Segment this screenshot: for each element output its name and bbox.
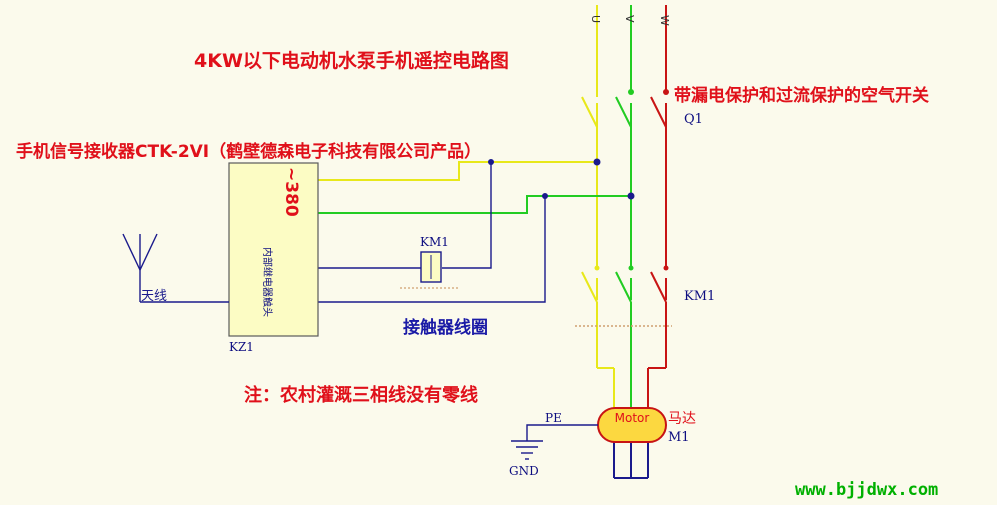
phase-w-wire <box>647 5 667 410</box>
receiver-feed-v <box>318 195 631 214</box>
watermark: www.bjjdwx.com <box>795 480 938 500</box>
receiver-feed-u <box>318 161 597 181</box>
m1-label: M1 <box>668 430 690 445</box>
kz1-label: KZ1 <box>229 340 254 354</box>
receiver-annotation: 手机信号接收器CTK-2VI（鹤壁德森电子科技有限公司产品） <box>16 141 481 162</box>
gnd-label: GND <box>509 464 539 478</box>
motor-cn-label: 马达 <box>668 411 696 427</box>
junction-dot <box>542 193 548 199</box>
pe-label: PE <box>545 411 562 425</box>
receiver-module-kz1 <box>228 162 319 337</box>
motor-label: Motor <box>615 411 650 425</box>
note-annotation: 注：农村灌溉三相线没有零线 <box>244 384 478 406</box>
junction-dot <box>663 89 669 95</box>
relay-contact-label: 内部继电器触头 <box>261 247 274 317</box>
junction-dot <box>628 89 634 95</box>
km1-coil-label: KM1 <box>420 235 449 249</box>
phase-v-label: V <box>623 15 636 23</box>
phase-u-label: U <box>589 15 602 23</box>
q1-label: Q1 <box>684 112 703 127</box>
breaker-annotation: 带漏电保护和过流保护的空气开关 <box>674 85 929 106</box>
pe-wire <box>526 424 598 441</box>
junction-dot <box>627 192 635 200</box>
contactor-km1-main-contacts <box>581 271 667 335</box>
diagram-title: 4KW以下电动机水泵手机遥控电路图 <box>194 49 509 72</box>
ground-icon <box>511 440 543 460</box>
junction-dot <box>663 265 669 271</box>
junction-dot <box>594 265 600 271</box>
phase-w-label: W <box>658 15 671 26</box>
relay-return-wire <box>298 196 546 303</box>
junction-dot <box>628 265 634 271</box>
phase-u-wire <box>596 5 615 410</box>
receiver-voltage-label: ~380 <box>281 167 301 217</box>
antenna-icon <box>122 233 229 303</box>
breaker-q1-contacts <box>581 93 667 128</box>
coil-wire-top <box>442 162 492 269</box>
junction-dot <box>593 158 601 166</box>
coil-annotation: 接触器线圈 <box>403 317 488 338</box>
junction-dot <box>488 159 494 165</box>
km1-contacts-label: KM1 <box>684 289 715 304</box>
antenna-label: 天线 <box>141 289 167 304</box>
motor-connection-wires <box>613 440 649 479</box>
